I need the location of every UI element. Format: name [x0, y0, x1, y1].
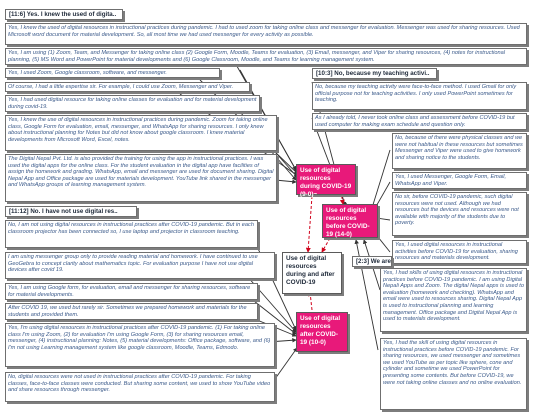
link-before-middle — [321, 237, 331, 253]
link-q7-during — [274, 179, 297, 184]
quote-box: Yes, I used digital resources in instruc… — [392, 240, 527, 264]
quote-box: Yes, I had used digital resource for tak… — [5, 95, 260, 112]
quote-box: Yes, I'm using digital resources in inst… — [5, 323, 275, 367]
link-q1-during — [229, 53, 297, 171]
quote-box: Of course, I had a little expertise sir.… — [5, 82, 250, 92]
quote-box: Yes, I knew the use of digital resources… — [5, 115, 277, 151]
header-before-no: [10:3] No, because my teaching activi.. — [312, 68, 437, 79]
quote-box: Yes, I am using Google form, for evaluat… — [5, 283, 258, 300]
node-after-covid[interactable]: Use of digital resources after COVID-19 … — [296, 312, 348, 352]
quote-box: As I already told, I never took online c… — [312, 113, 527, 130]
quote-box: No, digital resources were not used in i… — [5, 372, 275, 402]
link-r3-before — [370, 149, 391, 209]
header-after-no: [11:12] No. I have not use digital res.. — [5, 206, 137, 217]
quote-box: Yes, I knew the used of digital resource… — [5, 23, 527, 45]
quote-box: Yes, I had skills of using digital resou… — [380, 268, 527, 332]
quote-box: Yes, I had the skill of using digital re… — [380, 338, 527, 410]
quote-box: Yes, I used Zoom, Google classroom, soft… — [5, 68, 220, 78]
header-before-we: [2:3] We are... — [352, 256, 392, 267]
quote-box: The Digital Nepal Pvt. Ltd. is also prov… — [5, 154, 277, 202]
node-during-covid[interactable]: Use of digital resources during COVID-19… — [296, 164, 356, 198]
quote-box: After COVID 19, we used but rarely sir. … — [5, 303, 258, 320]
link-after-middle — [307, 291, 313, 311]
link-during-middle — [305, 195, 313, 253]
quote-box: Yes, I am using (1) Zoom, Team, and Mess… — [5, 48, 527, 65]
quote-box: I am using messenger group only to provi… — [5, 252, 275, 279]
quote-box: No, because of there were physical class… — [392, 133, 527, 169]
node-during-and-after-covid[interactable]: Use of digital resources during and afte… — [282, 252, 342, 294]
quote-box: No sir, before COVID-19 pandemic, such d… — [392, 192, 527, 236]
quote-box: No, I am not using digital resources in … — [5, 220, 258, 248]
link-r5-before — [375, 216, 391, 221]
quote-box: Yes, I used Messenger, Google Form, Emai… — [392, 172, 527, 189]
quote-box: No, because my teaching activity were fa… — [312, 82, 527, 110]
node-before-covid[interactable]: Use of digital resources before COVID-19… — [322, 204, 378, 238]
header-during-yes: [11:6] Yes. I knew the used of digita.. — [5, 9, 123, 20]
